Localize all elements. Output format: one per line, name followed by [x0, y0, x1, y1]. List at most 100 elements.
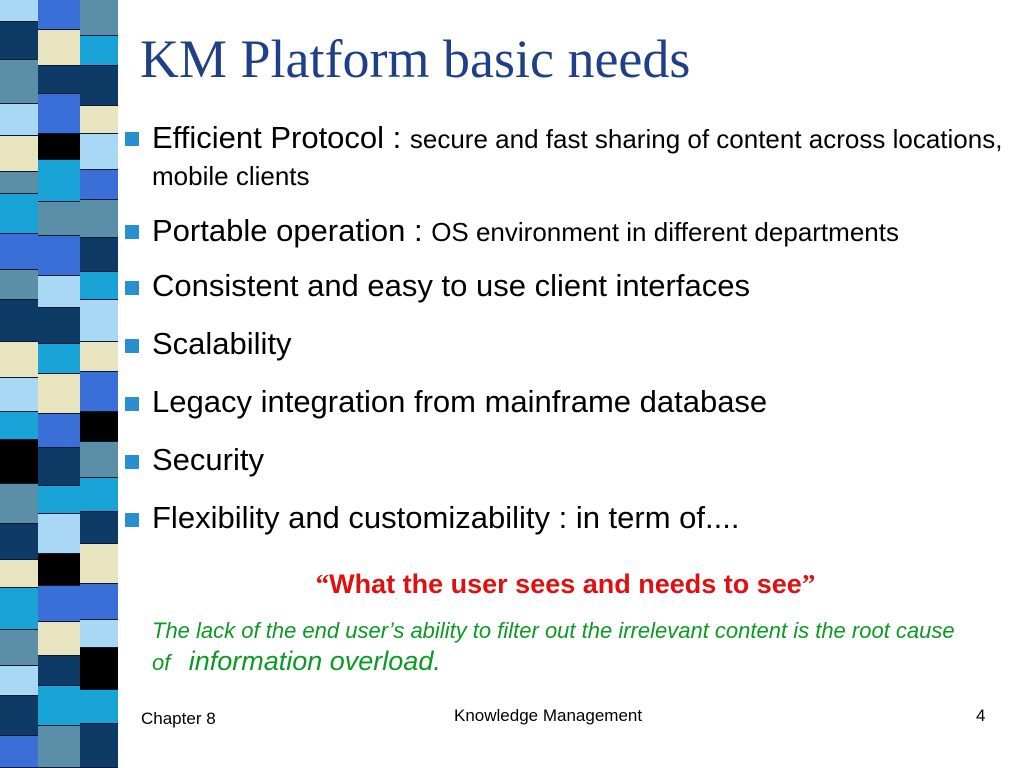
bullet-list: Efficient Protocol : secure and fast sha…	[118, 118, 1013, 557]
stripe-segment	[0, 440, 38, 484]
stripe-segment	[38, 414, 80, 448]
bullet-heading: Security	[152, 442, 264, 477]
stripe-column-left	[0, 0, 38, 768]
stripe-segment	[80, 724, 118, 768]
stripe-segment	[38, 586, 80, 622]
stripe-segment	[38, 66, 80, 94]
stripe-segment	[38, 656, 80, 686]
bullet-item: Flexibility and customizability : in ter…	[118, 499, 1013, 543]
stripe-segment	[38, 160, 80, 202]
note-emphasis: information overload.	[188, 646, 441, 676]
stripe-segment	[38, 514, 80, 554]
stripe-segment	[80, 0, 118, 36]
stripe-segment	[80, 342, 118, 372]
decorative-stripe-bar	[0, 0, 118, 768]
stripe-segment	[80, 478, 118, 512]
stripe-segment	[38, 486, 80, 514]
stripe-segment	[38, 344, 80, 374]
stripe-segment	[38, 686, 80, 726]
bullet-heading: Scalability	[152, 326, 292, 361]
bullet-heading: Portable operation :	[152, 213, 432, 248]
bullet-item: Security	[118, 441, 1013, 485]
bullet-item: Legacy integration from mainframe databa…	[118, 383, 1013, 427]
square-bullet-icon	[125, 397, 139, 411]
stripe-segment	[80, 238, 118, 272]
stripe-segment	[38, 236, 80, 276]
stripe-segment	[0, 524, 38, 560]
stripe-segment	[0, 736, 38, 768]
stripe-segment	[80, 170, 118, 200]
stripe-column-middle	[38, 0, 80, 768]
stripe-segment	[80, 584, 118, 620]
stripe-segment	[38, 276, 80, 308]
bullet-item: Scalability	[118, 325, 1013, 369]
stripe-segment	[38, 554, 80, 586]
stripe-segment	[38, 30, 80, 66]
bullet-heading: Consistent and easy to use client interf…	[152, 268, 750, 303]
square-bullet-icon	[125, 513, 139, 527]
stripe-column-right	[80, 0, 118, 768]
stripe-segment	[80, 620, 118, 648]
square-bullet-icon	[125, 132, 139, 146]
stripe-segment	[38, 134, 80, 160]
square-bullet-icon	[125, 281, 139, 295]
stripe-segment	[0, 560, 38, 588]
bullet-detail: OS environment in different departments	[431, 217, 899, 247]
stripe-segment	[0, 412, 38, 440]
note-text: The lack of the end user’s ability to fi…	[152, 618, 955, 675]
stripe-segment	[0, 22, 38, 60]
bullet-item: Portable operation : OS environment in d…	[118, 211, 1013, 253]
stripe-segment	[80, 544, 118, 584]
stripe-segment	[0, 588, 38, 630]
stripe-segment	[38, 202, 80, 236]
stripe-segment	[0, 60, 38, 104]
page-number: 4	[976, 706, 986, 725]
stripe-segment	[80, 106, 118, 134]
close-quote-mark: ”	[801, 569, 816, 599]
stripe-segment	[0, 234, 38, 270]
open-quote-mark: “	[315, 569, 330, 599]
stripe-segment	[0, 270, 38, 300]
highlight-quote: “What the user sees and needs to see”	[118, 569, 1013, 600]
stripe-segment	[0, 630, 38, 666]
stripe-segment	[80, 412, 118, 442]
stripe-segment	[38, 622, 80, 656]
stripe-segment	[80, 442, 118, 478]
stripe-segment	[80, 36, 118, 66]
quote-text: What the user sees and needs to see	[329, 569, 802, 599]
stripe-segment	[80, 690, 118, 724]
square-bullet-icon	[125, 339, 139, 353]
stripe-segment	[80, 134, 118, 170]
slide-title: KM Platform basic needs	[140, 29, 691, 89]
stripe-segment	[80, 512, 118, 544]
stripe-segment	[38, 0, 80, 30]
stripe-segment	[0, 342, 38, 378]
footer-title: Knowledge Management	[454, 706, 643, 725]
stripe-segment	[80, 272, 118, 300]
square-bullet-icon	[125, 225, 139, 239]
stripe-segment	[0, 696, 38, 736]
bullet-heading: Efficient Protocol :	[152, 120, 410, 155]
stripe-segment	[38, 374, 80, 414]
stripe-segment	[38, 448, 80, 486]
stripe-segment	[38, 726, 80, 768]
stripe-segment	[80, 648, 118, 690]
stripe-segment	[0, 172, 38, 194]
stripe-segment	[0, 666, 38, 696]
stripe-segment	[0, 0, 38, 22]
stripe-segment	[0, 378, 38, 412]
bullet-detail: secure and fast sharing of content acros…	[152, 124, 1003, 191]
stripe-segment	[80, 372, 118, 412]
stripe-segment	[80, 66, 118, 106]
square-bullet-icon	[125, 455, 139, 469]
stripe-segment	[0, 136, 38, 172]
stripe-segment	[38, 94, 80, 134]
stripe-segment	[38, 308, 80, 344]
stripe-segment	[0, 104, 38, 136]
overload-note: The lack of the end user’s ability to fi…	[152, 615, 1010, 678]
bullet-item: Efficient Protocol : secure and fast sha…	[118, 118, 1013, 197]
stripe-segment	[80, 300, 118, 342]
footer-chapter: Chapter 8	[141, 709, 216, 728]
stripe-segment	[0, 300, 38, 342]
bullet-item: Consistent and easy to use client interf…	[118, 267, 1013, 311]
